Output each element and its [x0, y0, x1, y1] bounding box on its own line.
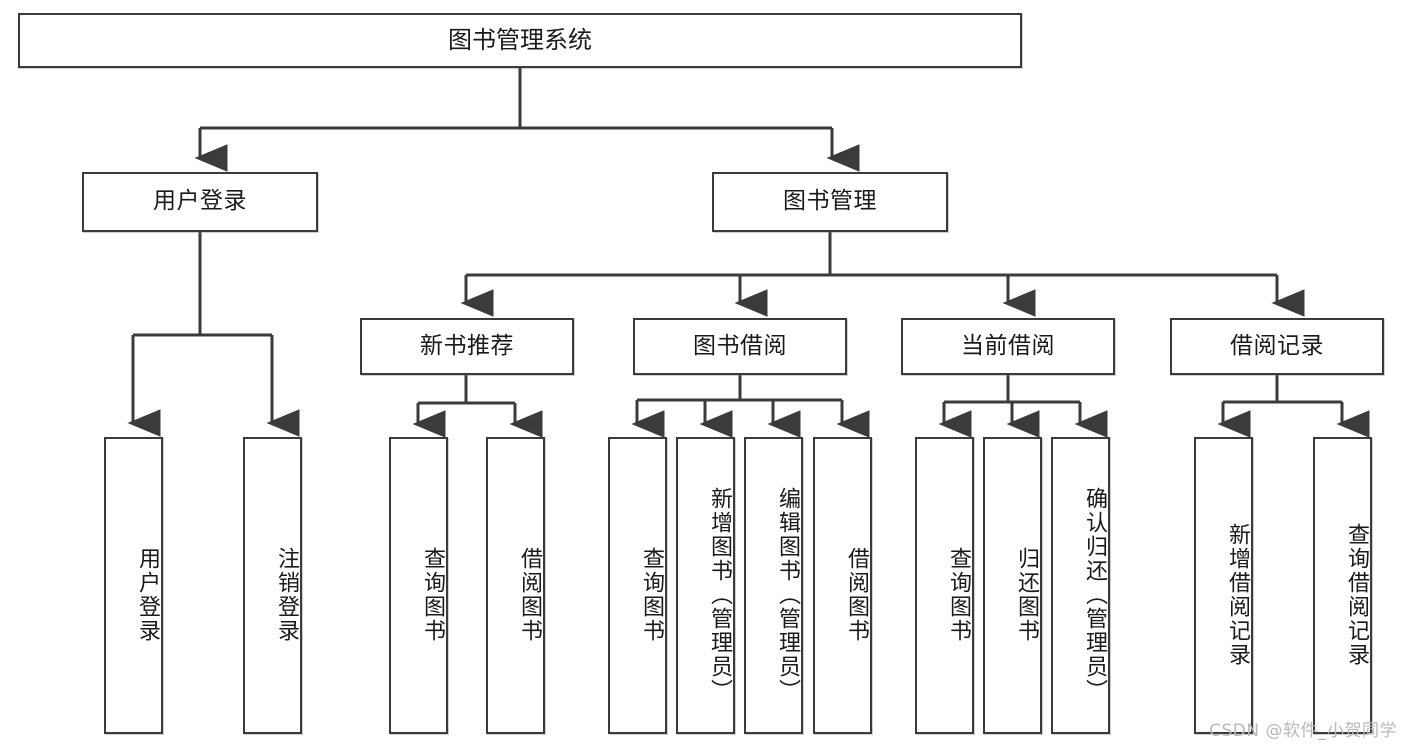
node-new-book-recommend[interactable]: 新书推荐 [360, 318, 574, 375]
node-label: 图书管理 [783, 188, 877, 215]
leaf-user-logout[interactable]: 注销登录 [243, 437, 302, 734]
watermark: CSDN @软件_小贺同学 [1209, 721, 1397, 741]
leaf-current-query-book[interactable]: 查询图书 [915, 437, 974, 734]
node-label: 查询图书 [639, 546, 664, 643]
node-label: 新书推荐 [420, 332, 514, 359]
node-root-system[interactable]: 图书管理系统 [18, 13, 1022, 68]
leaf-borrow-add-book-admin[interactable]: 新增图书（管理员） [676, 437, 735, 734]
node-label: 归还图书 [1014, 546, 1039, 643]
leaf-current-return-book[interactable]: 归还图书 [983, 437, 1042, 734]
node-label: 图书管理系统 [448, 26, 592, 55]
node-label: 新增借阅记录 [1225, 522, 1250, 667]
node-label: 编辑图书（管理员） [775, 486, 800, 703]
node-label: 查询借阅记录 [1344, 522, 1369, 667]
node-label: 图书借阅 [693, 332, 787, 359]
node-label: 借阅图书 [844, 546, 869, 643]
node-current-borrow[interactable]: 当前借阅 [901, 318, 1115, 375]
node-user-login[interactable]: 用户登录 [82, 172, 318, 232]
node-label: 确认归还（管理员） [1082, 486, 1107, 703]
node-book-borrow[interactable]: 图书借阅 [633, 318, 847, 375]
leaf-recommend-borrow-book[interactable]: 借阅图书 [486, 437, 545, 734]
leaf-record-query-record[interactable]: 查询借阅记录 [1313, 437, 1372, 734]
leaf-borrow-edit-book-admin[interactable]: 编辑图书（管理员） [744, 437, 803, 734]
leaf-borrow-borrow-book[interactable]: 借阅图书 [813, 437, 872, 734]
node-borrow-record[interactable]: 借阅记录 [1170, 318, 1384, 375]
node-label: 用户登录 [135, 546, 160, 643]
leaf-current-confirm-return-admin[interactable]: 确认归还（管理员） [1051, 437, 1110, 734]
node-label: 查询图书 [420, 546, 445, 643]
node-label: 借阅图书 [517, 546, 542, 643]
node-label: 用户登录 [153, 188, 247, 215]
node-label: 查询图书 [946, 546, 971, 643]
node-label: 新增图书（管理员） [707, 486, 732, 703]
leaf-record-add-record[interactable]: 新增借阅记录 [1194, 437, 1253, 734]
node-book-management[interactable]: 图书管理 [712, 172, 948, 232]
node-label: 注销登录 [274, 546, 299, 643]
leaf-borrow-query-book[interactable]: 查询图书 [608, 437, 667, 734]
node-label: 借阅记录 [1230, 332, 1324, 359]
leaf-recommend-query-book[interactable]: 查询图书 [389, 437, 448, 734]
leaf-user-login[interactable]: 用户登录 [104, 437, 163, 734]
node-label: 当前借阅 [961, 332, 1055, 359]
